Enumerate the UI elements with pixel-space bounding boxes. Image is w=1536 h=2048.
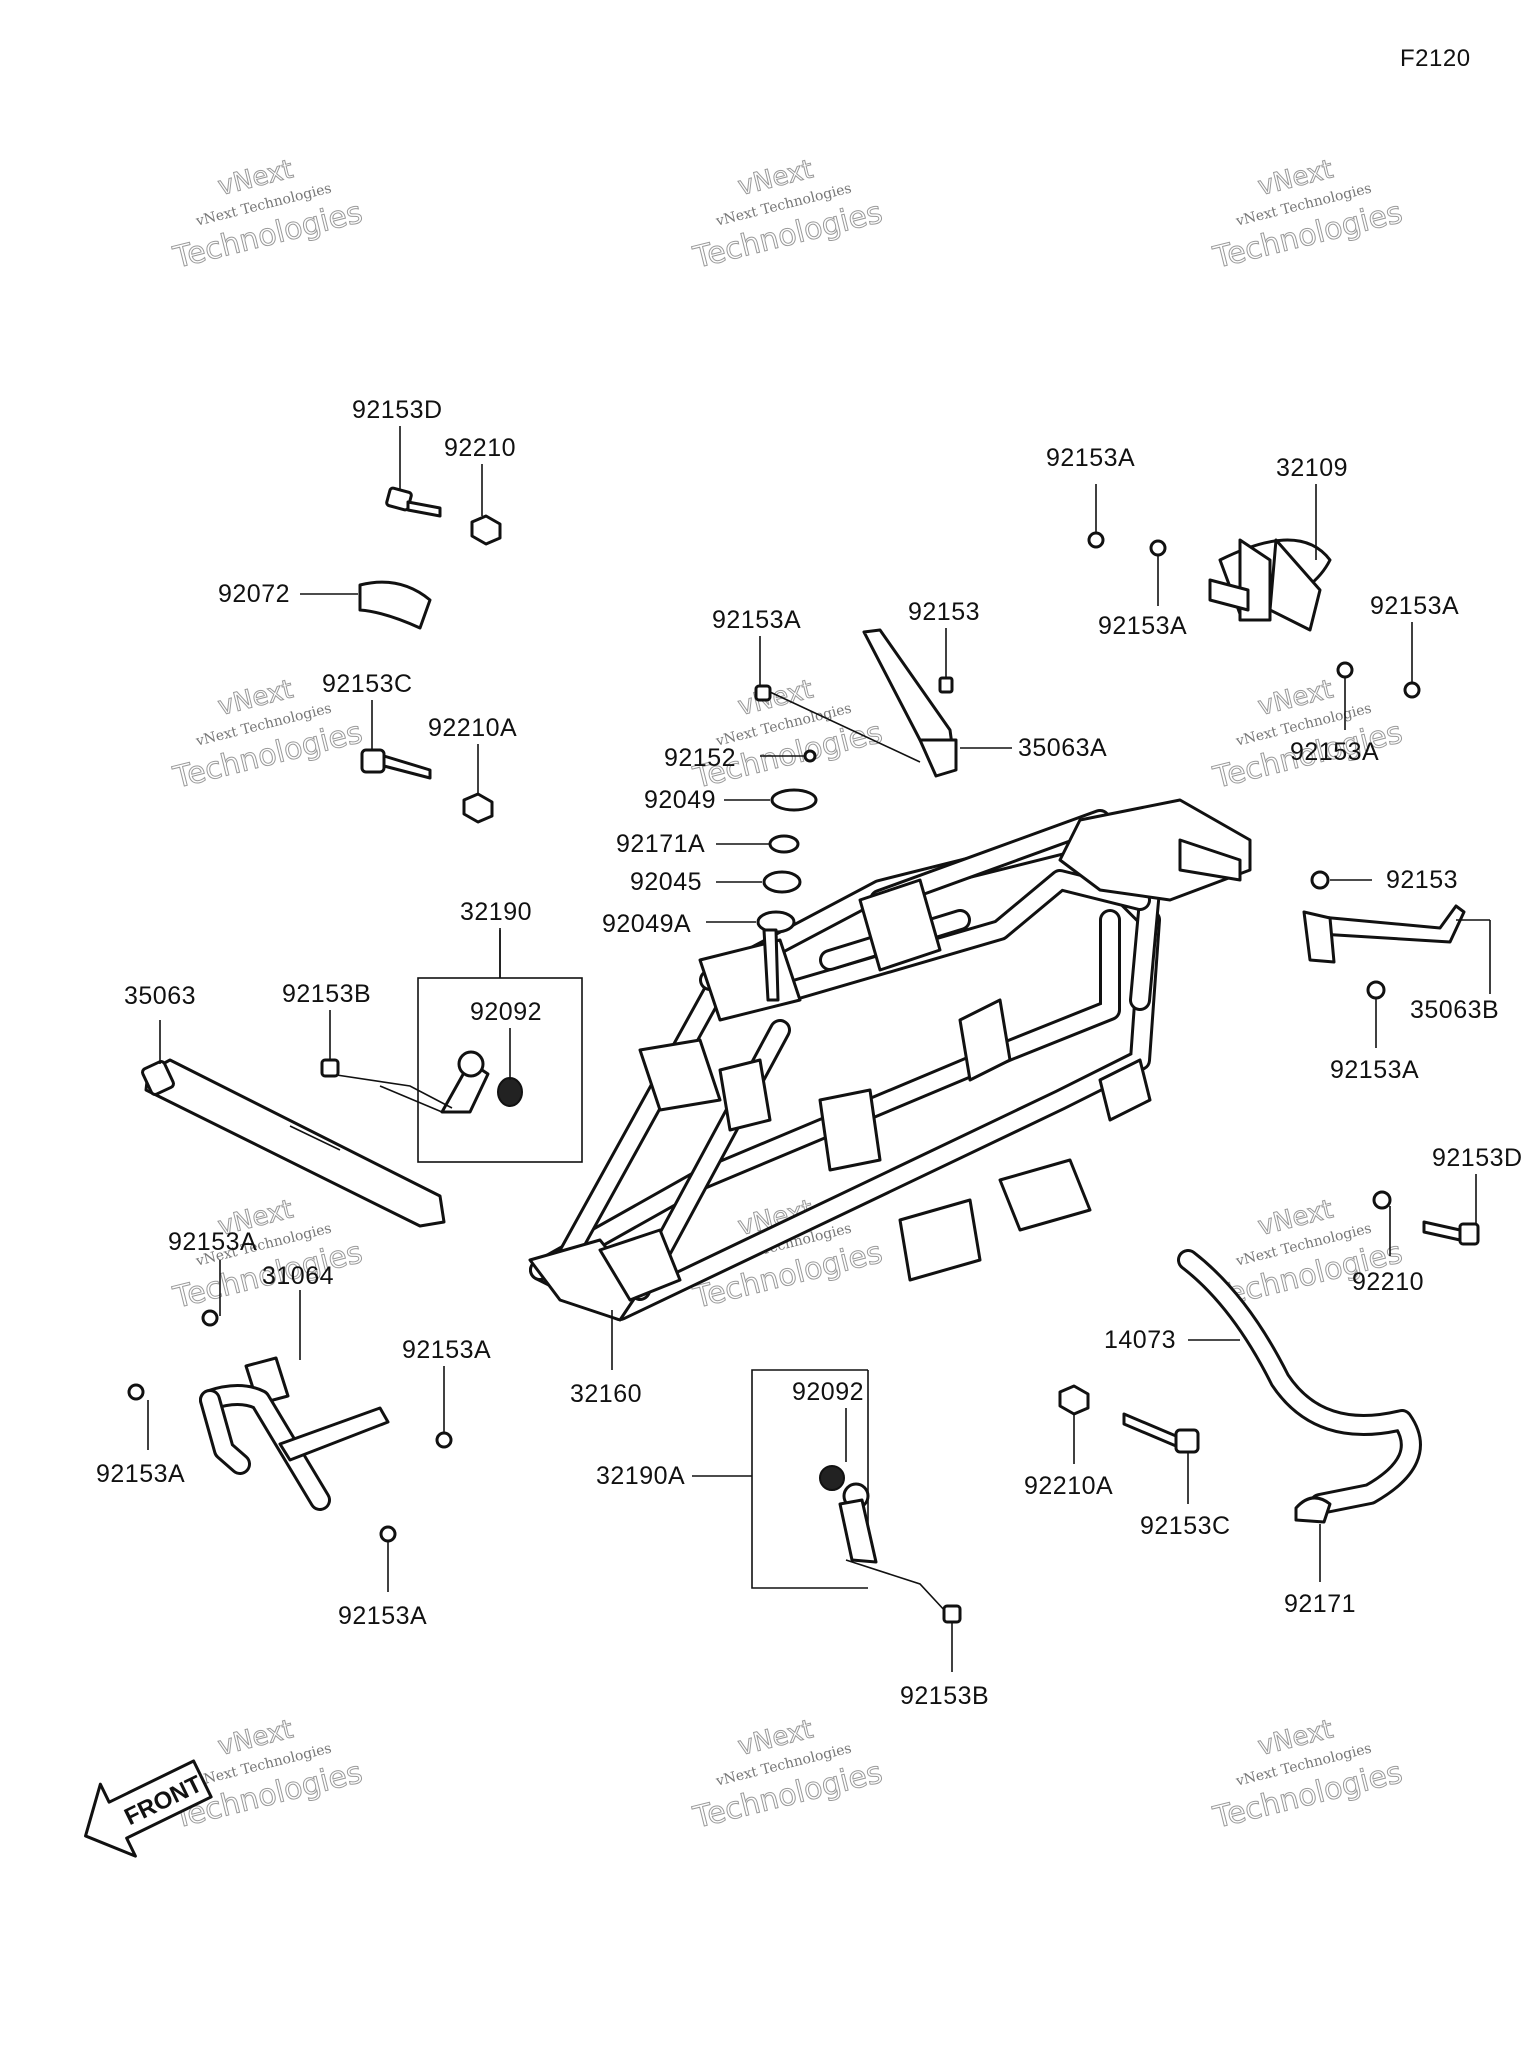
- label-92049: 92049: [644, 786, 716, 814]
- figure-code: F2120: [1400, 45, 1471, 72]
- nut-92210-top: [470, 514, 502, 546]
- label-92210A-left: 92210A: [428, 714, 517, 742]
- label-92153A-tr4: 92153A: [1290, 738, 1379, 766]
- main-frame-drawing: [528, 798, 1252, 1322]
- leader-lines: [147, 426, 1491, 1672]
- label-32109: 32109: [1276, 454, 1348, 482]
- watermark-top-center: vNext vNext Technologies Technologies: [689, 154, 886, 276]
- bar-35063: [141, 1058, 446, 1228]
- bolt-92153C-right: [1058, 1384, 1200, 1454]
- label-35063: 35063: [124, 982, 196, 1010]
- label-31064: 31064: [262, 1262, 334, 1290]
- bolt-92153B-left: [320, 1058, 340, 1078]
- label-92153A-tr1: 92153A: [1046, 444, 1135, 472]
- label-92045: 92045: [630, 868, 702, 896]
- label-92171: 92171: [1284, 1590, 1356, 1618]
- hose-14073: [1177, 1249, 1422, 1515]
- label-92153-right: 92153: [1386, 866, 1458, 894]
- label-32190A: 32190A: [596, 1462, 685, 1490]
- label-92153D-right: 92153D: [1432, 1144, 1523, 1172]
- stay-35063A: [754, 628, 958, 778]
- watermark-bottom-right: vNext vNext Technologies Technologies: [1209, 1714, 1406, 1836]
- label-92171A: 92171A: [616, 830, 705, 858]
- label-92072: 92072: [218, 580, 290, 608]
- washer-stack: [756, 749, 818, 1002]
- label-32160: 32160: [570, 1380, 642, 1408]
- label-92153A-ll1: 92153A: [168, 1228, 257, 1256]
- part-labels: 92153D 92210 92072 92153C 92210A 32190 9…: [96, 396, 1523, 1710]
- label-92153C-left: 92153C: [322, 670, 413, 698]
- clamp-92171: [1294, 1496, 1332, 1524]
- label-92153A-tr2: 92153A: [1098, 612, 1187, 640]
- watermark-mid-center: vNext vNext Technologies Technologies: [689, 674, 886, 796]
- label-92210A-right: 92210A: [1024, 1472, 1113, 1500]
- watermark-bottom-center: vNext vNext Technologies Technologies: [689, 1714, 886, 1836]
- label-92153D-top: 92153D: [352, 396, 443, 424]
- watermark-top-left: vNext vNext Technologies Technologies: [169, 154, 366, 276]
- bolt-92153D-top: [385, 486, 442, 518]
- group-box-32190A: [692, 1369, 962, 1624]
- label-92153B-left: 92153B: [282, 980, 371, 1008]
- label-92049A: 92049A: [602, 910, 691, 938]
- rack-32109: [1087, 531, 1421, 699]
- label-92153A-right: 92153A: [1330, 1056, 1419, 1084]
- bolt-92153D-right: [1372, 1190, 1480, 1246]
- label-92153-mid: 92153: [908, 598, 980, 626]
- label-92092-bottom: 92092: [792, 1378, 864, 1406]
- label-92153C-right: 92153C: [1140, 1512, 1231, 1540]
- guard-31064: [127, 1309, 453, 1543]
- watermark-top-right: vNext vNext Technologies Technologies: [1209, 154, 1406, 276]
- watermark-mid-right: vNext vNext Technologies Technologies: [1209, 674, 1406, 796]
- label-92210-right: 92210: [1352, 1268, 1424, 1296]
- label-35063B: 35063B: [1410, 996, 1499, 1024]
- label-92153A-ll4: 92153A: [338, 1602, 427, 1630]
- label-92092-left: 92092: [470, 998, 542, 1026]
- label-92153A-ll2: 92153A: [96, 1460, 185, 1488]
- band-92072: [358, 580, 432, 630]
- label-35063A: 35063A: [1018, 734, 1107, 762]
- label-92153A-ll3: 92153A: [402, 1336, 491, 1364]
- stay-35063B: [1302, 870, 1466, 1000]
- group-box-32190: [329, 930, 583, 1163]
- label-92153A-tr3: 92153A: [1370, 592, 1459, 620]
- label-92210-top: 92210: [444, 434, 516, 462]
- label-32190: 32190: [460, 898, 532, 926]
- label-92152: 92152: [664, 744, 736, 772]
- label-92153A-mid: 92153A: [712, 606, 801, 634]
- label-14073: 14073: [1104, 1326, 1176, 1354]
- label-92153B-bottom: 92153B: [900, 1682, 989, 1710]
- bolt-92153C-left: [360, 748, 432, 780]
- nut-92210A-left: [462, 792, 494, 824]
